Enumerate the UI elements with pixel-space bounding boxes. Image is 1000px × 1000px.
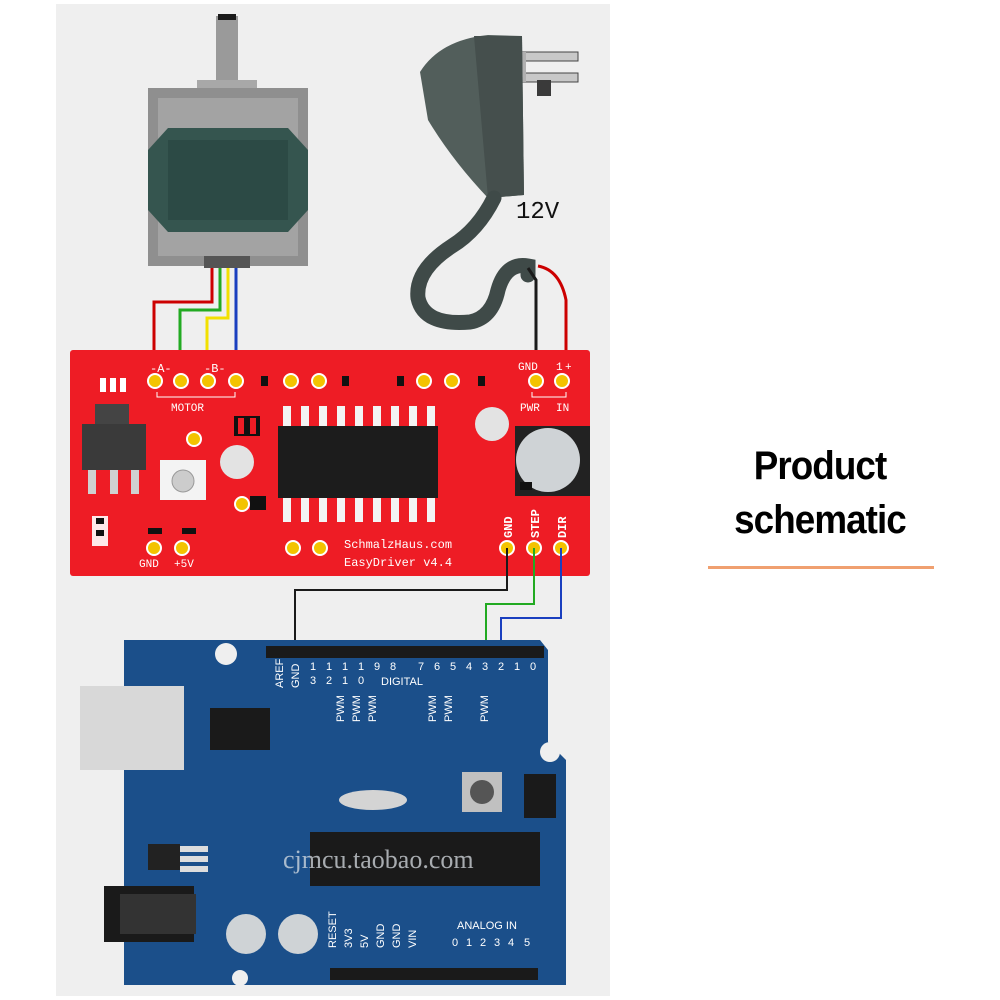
digital-pin-label: 3 (482, 661, 488, 673)
digital-pin-label: 2 (498, 661, 504, 673)
svg-text:ANALOG IN: ANALOG IN (457, 920, 517, 932)
digital-pin-label: 1 (310, 661, 316, 673)
svg-text:1: 1 (556, 362, 563, 374)
svg-text:GND: GND (290, 664, 302, 689)
svg-text:MOTOR: MOTOR (171, 403, 204, 415)
svg-text:PWR: PWR (520, 403, 540, 415)
arduino-board (80, 640, 566, 986)
power-pin-label: 5V (359, 934, 371, 948)
easydriver-labels: -A- -B- MOTOR GND 1 + PWR IN GND +5V Sch… (139, 362, 572, 571)
svg-text:+: + (565, 362, 572, 374)
svg-text:-B-: -B- (204, 362, 226, 376)
digital-pin-label-second-digit: 2 (326, 675, 332, 687)
analog-pin-label: 3 (494, 937, 500, 949)
pwm-label: PWM (479, 695, 491, 722)
pwm-label: PWM (367, 695, 379, 722)
voltage-label: 12V (516, 199, 560, 226)
digital-pin-label: 0 (530, 661, 536, 673)
digital-pin-label-second-digit: 3 (310, 675, 316, 687)
power-wires (526, 264, 568, 380)
svg-text:-A-: -A- (150, 362, 172, 376)
digital-pin-label: 1 (326, 661, 332, 673)
pwm-label: PWM (427, 695, 439, 722)
svg-text:DIR: DIR (556, 516, 570, 538)
power-pin-label: GND (375, 924, 387, 949)
title-line-2: schematic (734, 498, 907, 542)
digital-pin-label: 1 (514, 661, 520, 673)
digital-pin-label-second-digit: 1 (342, 675, 348, 687)
digital-pin-label: 7 (418, 661, 424, 673)
svg-text:AREF: AREF (274, 658, 286, 688)
title-underline (708, 566, 934, 569)
power-pin-label: GND (391, 924, 403, 949)
power-pin-label: VIN (407, 930, 419, 948)
digital-pin-label: 4 (466, 661, 472, 673)
analog-pin-label: 4 (508, 937, 514, 949)
svg-text:GND: GND (502, 516, 516, 538)
svg-text:IN: IN (556, 403, 569, 415)
title-line-1: Product (753, 444, 888, 488)
easydriver-board (70, 350, 590, 576)
digital-pin-label: 6 (434, 661, 440, 673)
svg-text:SchmalzHaus.com: SchmalzHaus.com (344, 538, 452, 552)
analog-pin-label: 0 (452, 937, 458, 949)
svg-text:GND: GND (139, 559, 159, 571)
power-pin-label: 3V3 (343, 928, 355, 948)
digital-pin-label: 1 (358, 661, 364, 673)
digital-pin-label-second-digit: 0 (358, 675, 364, 687)
watermark: cjmcu.taobao.com (283, 845, 474, 874)
digital-pin-label: 8 (390, 661, 396, 673)
digital-pin-label: 1 (342, 661, 348, 673)
pwm-label: PWM (335, 695, 347, 722)
stepper-motor (148, 14, 308, 268)
svg-text:DIGITAL: DIGITAL (381, 676, 423, 688)
digital-pin-label: 5 (450, 661, 456, 673)
digital-pin-label: 9 (374, 661, 380, 673)
pwm-label: PWM (351, 695, 363, 722)
analog-pin-label: 1 (466, 937, 472, 949)
pwm-label: PWM (443, 695, 455, 722)
svg-text:+5V: +5V (174, 559, 194, 571)
analog-pin-label: 5 (524, 937, 530, 949)
svg-text:STEP: STEP (529, 509, 543, 538)
power-pin-label: RESET (327, 911, 339, 948)
power-adapter (410, 35, 579, 330)
svg-text:EasyDriver v4.4: EasyDriver v4.4 (344, 556, 452, 570)
svg-text:GND: GND (518, 362, 538, 374)
analog-pin-label: 2 (480, 937, 486, 949)
